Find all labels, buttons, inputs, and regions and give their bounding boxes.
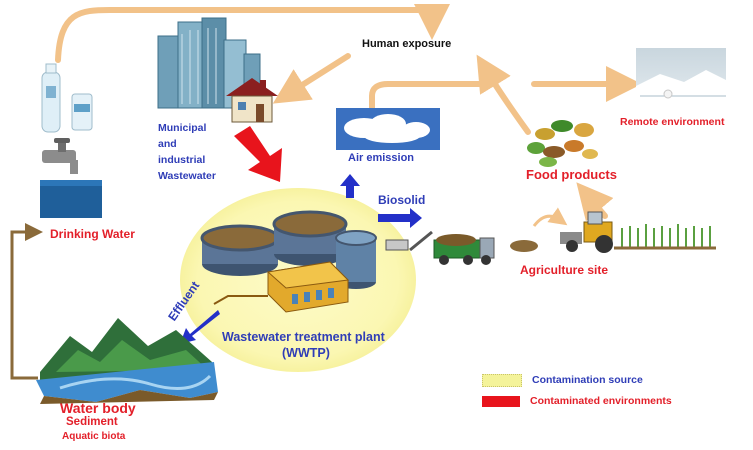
flow-arrows (55, 3, 642, 222)
tractor-icon (510, 207, 613, 253)
food-items-icon (527, 120, 598, 167)
loop-arrow (10, 223, 43, 380)
legend-swatch-source (482, 374, 522, 387)
ice-landscape-icon (636, 48, 726, 110)
food-products-label: Food products (526, 167, 617, 182)
treatment-tanks-icon (200, 210, 377, 313)
truck-icon (385, 230, 495, 265)
water-bottle-icon (41, 63, 93, 133)
legend-item-source: Contamination source (482, 374, 643, 387)
legend-label-source: Contamination source (532, 374, 643, 387)
municipal-label-4: Wastewater (158, 170, 216, 182)
agriculture-site-label: Agriculture site (520, 263, 609, 277)
water-body-label: Water body (60, 400, 136, 416)
air-emission-arrow (340, 174, 360, 198)
aquatic-biota-label: Aquatic biota (62, 431, 126, 442)
wwtp-label-line2: (WWTP) (282, 346, 330, 360)
river-mountain-icon (36, 318, 218, 404)
house-icon (226, 78, 278, 123)
effluent-arrow (180, 310, 220, 344)
drinking-water-label: Drinking Water (50, 227, 135, 241)
legend-label-contaminated: Contaminated environments (530, 395, 672, 407)
municipal-label-1: Municipal (158, 122, 207, 134)
remote-environment-label: Remote environment (620, 116, 725, 128)
municipal-label-2: and (158, 138, 177, 150)
air-emission-label: Air emission (348, 152, 415, 164)
faucet-icon (40, 138, 102, 218)
sediment-label: Sediment (66, 416, 118, 428)
crops-icon (614, 224, 716, 250)
human-exposure-label: Human exposure (362, 38, 452, 50)
municipal-label-3: industrial (158, 154, 206, 166)
wwtp-label-line1: Wastewater treatment plant (222, 330, 385, 344)
legend-swatch-contaminated (482, 395, 520, 407)
biosolid-label: Biosolid (378, 193, 426, 207)
legend-item-contaminated: Contaminated environments (482, 395, 672, 407)
cloud-icon (336, 108, 440, 150)
wastewater-inflow-arrow (234, 126, 282, 182)
biosolid-arrow (378, 208, 422, 228)
